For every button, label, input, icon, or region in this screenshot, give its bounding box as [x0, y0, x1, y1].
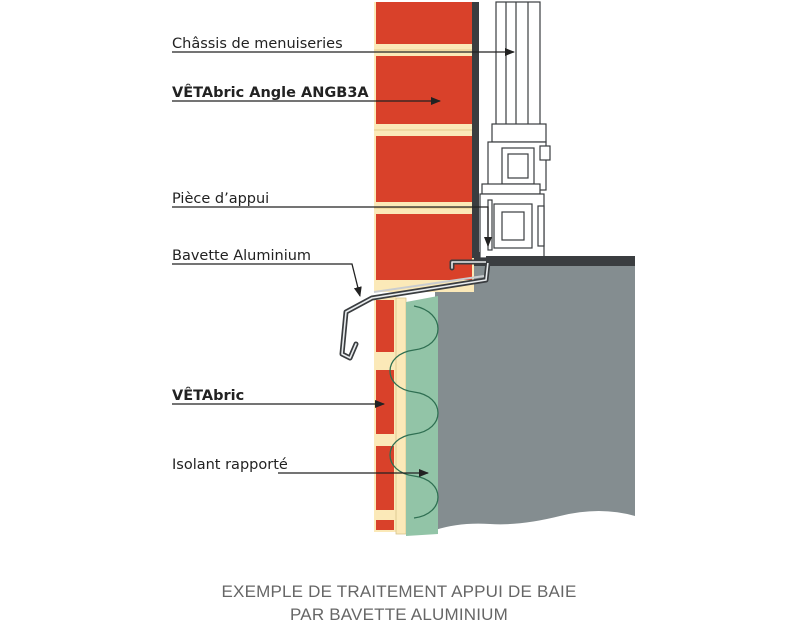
- brick-facade-lower: [374, 296, 407, 535]
- aluminium-sill: [339, 259, 491, 361]
- label-chassis: Châssis de menuiseries: [172, 36, 343, 52]
- label-bavette: Bavette Aluminium: [172, 248, 311, 264]
- label-piece-appui: Pièce d’appui: [172, 191, 269, 207]
- insulation-layer: [389, 296, 439, 536]
- leader-piece-appui: [172, 206, 492, 247]
- concrete-wall: [435, 258, 635, 530]
- sill-top-band: [486, 256, 635, 263]
- caption-line-1: EXEMPLE DE TRAITEMENT APPUI DE BAIE: [222, 582, 577, 601]
- window-frame: [479, 1, 551, 259]
- leader-lines: [172, 48, 515, 477]
- brick-facade-upper: [374, 2, 474, 292]
- leader-bavette: [172, 263, 362, 297]
- label-vetabric-angle: VÊTAbric Angle ANGB3A: [172, 84, 369, 101]
- label-vetabric: VÊTAbric: [172, 387, 244, 404]
- label-isolant: Isolant rapporté: [172, 457, 288, 473]
- caption-line-2: PAR BAVETTE ALUMINIUM: [290, 605, 508, 624]
